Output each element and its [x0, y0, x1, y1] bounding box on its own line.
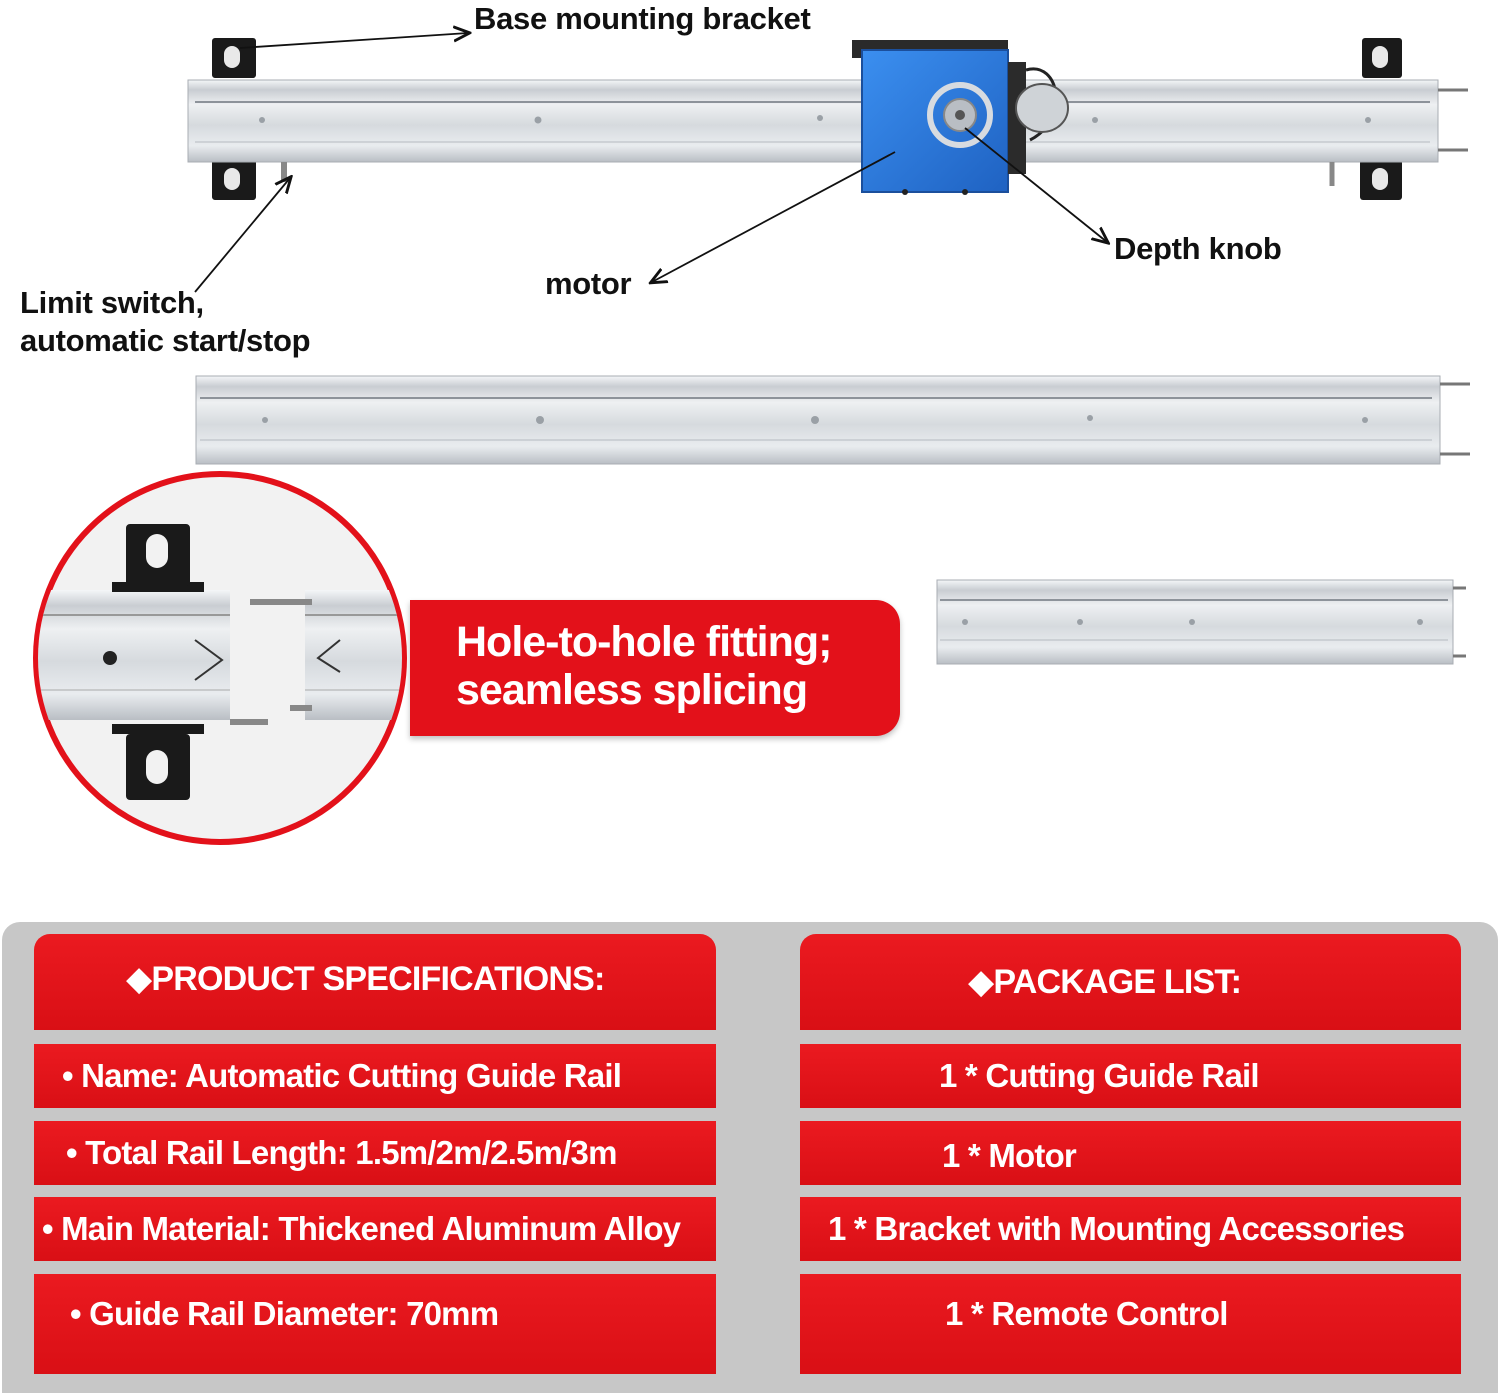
magnifier-circle-icon [33, 471, 407, 845]
limit-switch-label-line1: Limit switch, [20, 285, 204, 320]
splice-badge [410, 600, 900, 736]
depth-knob-icon [927, 82, 993, 148]
spec-item: • Name: Automatic Cutting Guide Rail [34, 1044, 716, 1108]
spec-item: • Main Material: Thickened Aluminum Allo… [34, 1197, 716, 1261]
top-rail [187, 38, 1468, 200]
callout-arrows [194, 33, 1107, 293]
spec-item: • Guide Rail Diameter: 70mm [34, 1274, 716, 1374]
product-illustration [33, 0, 1470, 845]
short-rail [936, 579, 1466, 665]
specs-heading: ◆PRODUCT SPECIFICATIONS: [34, 934, 716, 1030]
package-item: 1 * Cutting Guide Rail [800, 1044, 1461, 1108]
depth-knob-label: Depth knob [1114, 231, 1282, 266]
arrow-icon [652, 151, 896, 282]
base-bracket-label: Base mounting bracket [474, 1, 811, 36]
motor-label: motor [545, 266, 632, 301]
arrow-icon [194, 178, 290, 293]
splice-line1: Hole-to-hole fitting; [456, 618, 832, 666]
motor-unit-icon [852, 40, 1069, 195]
splice-text: Hole-to-hole fitting; seamless splicing [456, 618, 832, 715]
splice-line2: seamless splicing [456, 666, 808, 715]
package-item: 1 * Motor [800, 1121, 1461, 1185]
package-item: 1 * Remote Control [800, 1274, 1461, 1374]
spec-item: • Total Rail Length: 1.5m/2m/2.5m/3m [34, 1121, 716, 1185]
middle-rail [195, 375, 1470, 465]
arrow-icon [239, 33, 468, 49]
package-item: 1 * Bracket with Mounting Accessories [800, 1197, 1461, 1261]
arrow-icon [964, 127, 1107, 242]
package-heading: ◆PACKAGE LIST: [800, 934, 1461, 1030]
limit-switch-label-line2: automatic start/stop [20, 323, 311, 358]
